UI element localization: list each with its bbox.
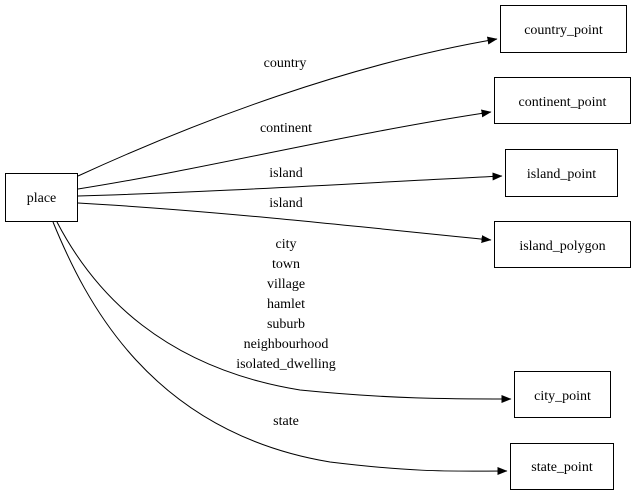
edge-label-town: town [272, 257, 300, 272]
edge-place-island_point [77, 172, 503, 197]
node-continent-point-box [494, 77, 631, 124]
node-state-point-box [510, 443, 614, 490]
node-island-point-label: island_point [527, 167, 596, 182]
node-state-point: state_point [510, 443, 614, 490]
edge-label-suburb: suburb [267, 317, 305, 332]
node-country-point-label: country_point [524, 23, 603, 38]
edge-label-country: country [264, 56, 307, 71]
node-city-point-label: city_point [534, 389, 591, 404]
edge-label-isolated-dwelling: isolated_dwelling [236, 357, 336, 372]
edge-label-island-polygon: island [269, 196, 302, 211]
edge-label-city: city [276, 237, 297, 252]
node-continent-point: continent_point [494, 77, 631, 124]
node-country-point: country_point [500, 5, 627, 53]
edge-place-city_point [56, 221, 512, 403]
node-country-point-box [500, 5, 627, 53]
node-city-point: city_point [514, 371, 611, 418]
node-city-point-box [514, 371, 611, 418]
node-state-point-label: state_point [531, 460, 593, 475]
edge-label-state: state [273, 414, 299, 429]
nodes: place country_point continent_point isla… [5, 5, 631, 490]
node-island-polygon-box [494, 221, 631, 268]
edge-label-neighbourhood: neighbourhood [244, 337, 329, 352]
edge-label-island-point: island [269, 166, 302, 181]
edge-labels: country continent island island city tow… [236, 56, 336, 429]
edge-label-hamlet: hamlet [267, 297, 305, 312]
edge-place-state_point [52, 221, 508, 476]
node-island-polygon: island_polygon [494, 221, 631, 268]
edge-label-continent: continent [260, 121, 312, 136]
edge-label-city-point-multiline: city town village hamlet suburb neighbou… [236, 237, 336, 372]
node-continent-point-label: continent_point [519, 95, 607, 110]
node-island-point-box [505, 149, 618, 197]
node-place: place [5, 173, 78, 222]
edges [52, 36, 512, 476]
edge-place-country_point [77, 36, 498, 177]
edge-place-continent_point [77, 109, 492, 190]
edge-label-village: village [267, 277, 305, 292]
edge-place-island_polygon [77, 202, 492, 244]
node-island-point: island_point [505, 149, 618, 197]
node-place-label: place [27, 191, 57, 206]
node-place-box [5, 173, 78, 222]
node-island-polygon-label: island_polygon [519, 239, 605, 254]
